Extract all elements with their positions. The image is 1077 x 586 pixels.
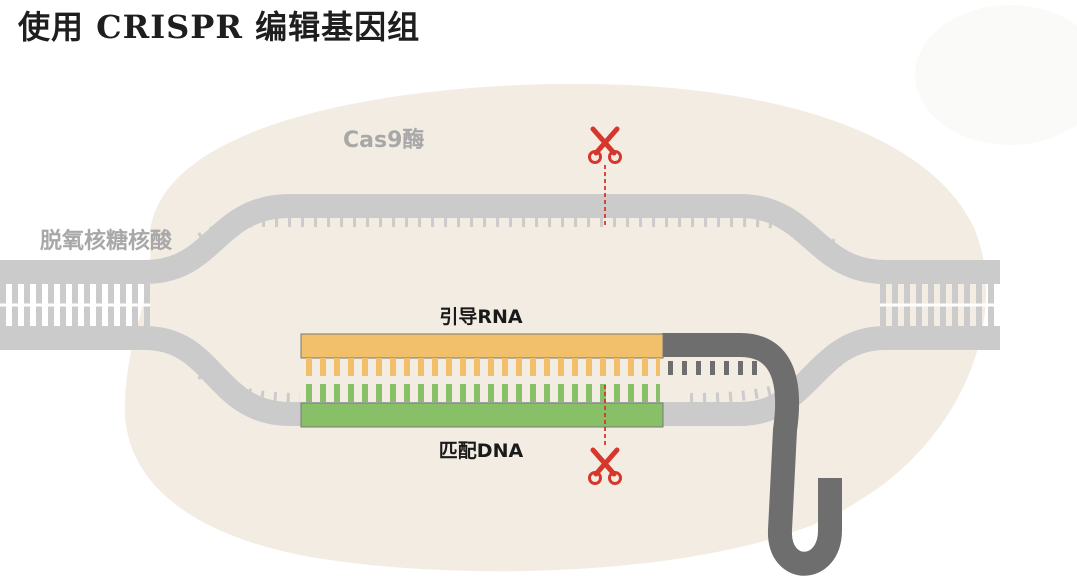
cas9-enzyme bbox=[124, 83, 987, 572]
guide-rna-label: 引导RNA bbox=[439, 306, 523, 328]
guide-rna-bar bbox=[300, 333, 664, 376]
scissors-icon bbox=[588, 126, 622, 164]
dna-label: 脱氧核糖核酸 bbox=[40, 228, 173, 254]
scissors-icon bbox=[588, 447, 622, 485]
matching-dna-bar bbox=[300, 384, 664, 428]
dna-top-strand bbox=[0, 194, 1000, 284]
faint-blob bbox=[915, 5, 1077, 145]
page-title: 使用 CRISPR 编辑基因组 bbox=[18, 8, 421, 46]
cas9-label: Cas9酶 bbox=[343, 128, 424, 153]
matching-dna-label: 匹配DNA bbox=[439, 440, 524, 462]
guide-rna-tail bbox=[662, 333, 842, 576]
